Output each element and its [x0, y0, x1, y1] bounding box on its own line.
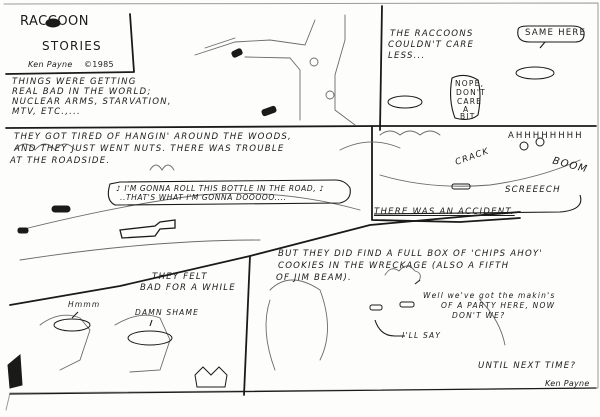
signature: Ken Payne [545, 379, 590, 388]
caption-line: THERE WAS AN ACCIDENT. [374, 207, 515, 217]
speech-balloon-text: ..THAT'S WHAT I'M GONNA DOOOOO.... [120, 193, 287, 202]
speech-balloon-text: NOPE, [455, 79, 485, 88]
speech-balloon-text: SAME HERE [525, 28, 587, 38]
caption-line: COOKIES IN THE WRECKAGE (ALSO A FIFTH [278, 261, 510, 271]
comic-subtitle: STORIES [42, 39, 102, 53]
caption-line: THINGS WERE GETTING [12, 77, 137, 87]
speech-balloon-text: A [463, 105, 470, 114]
speech-balloon-text: DAMN SHAME [135, 308, 200, 317]
caption-line: OF JIM BEAM). [276, 273, 352, 283]
caption-line: THEY GOT TIRED OF HANGIN' AROUND THE WOO… [14, 132, 292, 142]
speech-balloon-text: Well we've got the makin's [423, 291, 556, 300]
speech-balloon-text: OF A PARTY HERE, NOW [441, 301, 556, 310]
sound-effect: SCREEECH [505, 185, 561, 195]
sound-effect: AHHHHHHHH [508, 131, 584, 141]
caption-line: REAL BAD IN THE WORLD; [12, 87, 152, 97]
speech-balloon-text: DON'T WE? [452, 311, 506, 320]
speech-balloon-text: DON'T [456, 88, 486, 97]
comic-title: RACCOON [20, 14, 90, 29]
copyright: ©1985 [84, 60, 114, 69]
caption-line: BUT THEY DID FIND A FULL BOX OF 'CHIPS A… [278, 249, 543, 259]
caption-line: THEY FELT [152, 272, 208, 282]
caption-line: NUCLEAR ARMS, STARVATION, [12, 97, 172, 107]
byline: Ken Payne [28, 60, 73, 69]
caption-line: LESS... [388, 51, 426, 61]
caption-line: COULDN'T CARE [388, 40, 475, 50]
caption-line: AND THEY JUST WENT NUTS. THERE WAS TROUB… [14, 144, 285, 154]
footer-text: UNTIL NEXT TIME? [478, 361, 577, 371]
speech-balloon-text: CARE [457, 97, 483, 106]
caption-line: THE RACCOONS [390, 29, 474, 39]
caption-line: MTV, ETC.,... [12, 107, 81, 117]
speech-balloon-text: I'LL SAY [402, 331, 442, 340]
caption-line: AT THE ROADSIDE. [10, 156, 111, 166]
speech-balloon-text: ♪ I'M GONNA ROLL THIS BOTTLE IN THE ROAD… [116, 184, 325, 193]
speech-balloon-text: Hmmm [68, 300, 101, 309]
caption-line: BAD FOR A WHILE [140, 283, 236, 293]
speech-balloon-text: BIT [460, 112, 476, 121]
